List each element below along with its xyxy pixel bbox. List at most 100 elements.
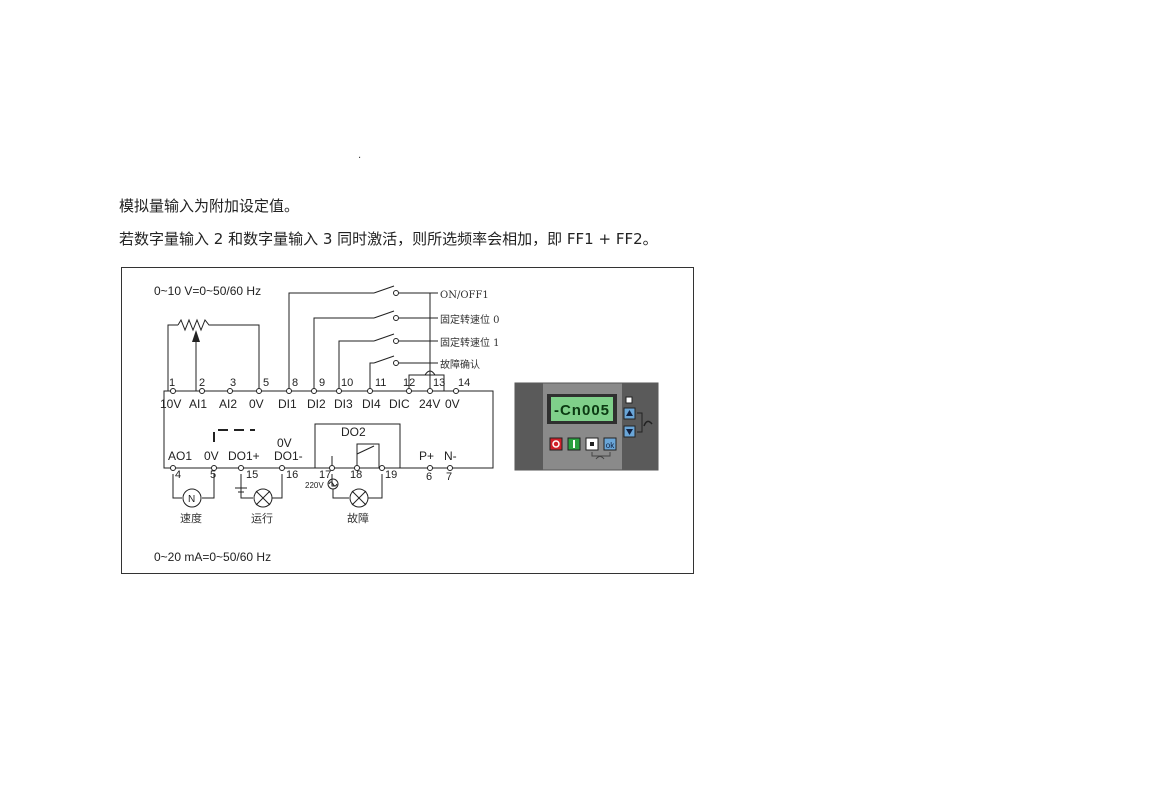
terminal-number: 15 [246,469,258,481]
terminal-dot [329,465,335,471]
terminal-number: 12 [403,377,415,389]
terminal-dot [279,465,285,471]
terminal-dot [238,465,244,471]
switch-contact [393,360,399,366]
load-label-fault: 故障 [347,511,369,525]
do2-wire-18-19 [356,443,380,468]
wiring-diagram-svg: 0~10 V=0~50/60 Hz 0~20 mA=0~50/60 Hz ON/… [154,284,659,564]
terminal-label: DI2 [307,397,326,411]
terminal-label: AO1 [168,449,192,463]
down-arrow-icon [626,429,633,435]
wiring-diagram: 0~10 V=0~50/60 Hz 0~20 mA=0~50/60 Hz ON/… [121,267,694,574]
button-bracket [591,452,611,457]
terminal-number: 11 [375,377,386,389]
meter-symbol [182,488,202,508]
terminal-number: 10 [341,377,353,389]
switch-contact [393,315,399,321]
terminal-dot [199,388,205,394]
ac-source-wave [328,481,338,487]
status-indicator-icon [625,396,633,404]
meter-n-letter: N [188,494,195,505]
terminal-number: 8 [292,377,298,389]
wire-di1 [288,292,374,391]
terminal-label: P+ [419,449,434,463]
ok-symbol-icon: ok [606,441,615,450]
terminal-number: 17 [319,469,331,481]
lamp-fault-x2 [351,490,367,506]
terminal-label: DI4 [362,397,381,411]
terminal-label: 0V [249,397,264,411]
do2-load-wire-right [368,474,383,499]
switch-label-fixed-speed-1: 固定转速位 1 [440,336,500,349]
terminal-number: 5 [210,469,216,481]
do2-relay-contact [356,445,375,455]
pot-wire-left [167,324,178,391]
terminal-number: 13 [433,377,445,389]
terminal-number: 19 [385,469,397,481]
terminal-number: 3 [230,377,236,389]
terminal-dot [406,388,412,394]
terminal-dot [256,388,262,394]
wire-di4 [369,362,374,391]
off-button[interactable] [549,437,563,451]
terminal-label: 0V [445,397,460,411]
wire-di3 [338,340,374,391]
switch-label-on-off1: ON/OFF1 [440,290,489,301]
potentiometer-resistor [177,318,260,391]
terminal-number: 6 [426,471,432,483]
lcd-display [551,397,613,421]
terminal-number: 14 [458,377,470,389]
terminal-dot [170,465,176,471]
jumper-dic-0v [408,374,445,391]
terminal-dot [447,465,453,471]
panel-left-band [515,383,543,470]
lcd-text: -Cn005 [554,402,610,419]
operator-panel: -Cn005 ok [514,382,659,471]
terminal-label: N- [444,449,457,463]
do1-0v-label: 0V [277,436,292,450]
switch-2 [373,310,395,319]
off-symbol-icon [552,440,560,448]
terminal-dot [354,465,360,471]
ao1-wire-right [202,474,215,499]
switch-label-fault-ack: 故障确认 [440,358,480,371]
updown-bracket [637,412,643,433]
terminal-dot [336,388,342,394]
terminal-label: DO1- [274,449,303,463]
terminal-dot [427,465,433,471]
terminal-label: DI1 [278,397,297,411]
terminal-dot [286,388,292,394]
top-caption: 0~10 V=0~50/60 Hz [154,284,261,298]
terminal-dot [453,388,459,394]
terminal-dot [211,465,217,471]
switch-1 [373,285,395,294]
ok-button[interactable] [603,437,617,451]
terminal-number: 18 [350,469,362,481]
hand-gesture-icon [643,420,653,427]
switch-contact [393,338,399,344]
up-arrow-icon [626,410,633,416]
switch-label-fixed-speed-0: 固定转速位 0 [440,313,500,326]
dashed-link [213,429,255,442]
terminal-number: 2 [199,377,205,389]
jumper-crossover [424,370,436,376]
pot-wiper-arrow [192,330,200,342]
terminal-dot [170,388,176,394]
terminal-number: 5 [263,377,269,389]
terminal-dot [379,465,385,471]
voltage-label: 220V [305,481,324,490]
terminal-label: DIC [389,397,410,411]
terminal-label: 0V [204,449,219,463]
terminal-dot [227,388,233,394]
do1-wire-right [272,474,283,499]
load-label-run: 运行 [251,512,273,525]
terminal-number: 16 [286,469,298,481]
switch-contact [393,290,399,296]
terminal-number: 7 [446,471,452,483]
do1-wire-lamp [240,492,253,499]
terminal-number: 1 [169,377,175,389]
terminal-label: DO1+ [228,449,260,463]
do2-load-wire-mid [332,489,349,499]
ao1-wire-left [172,474,182,499]
terminal-number: 9 [319,377,325,389]
